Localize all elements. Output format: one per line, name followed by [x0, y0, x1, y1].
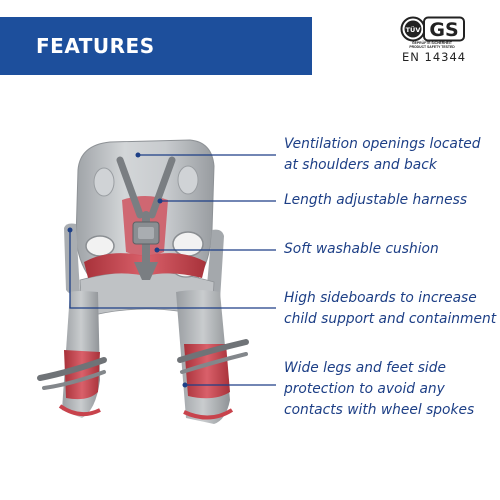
feature-sideboards-line-2: child support and containment [284, 311, 497, 327]
feature-legs-line-3: contacts with wheel spokes [284, 402, 475, 418]
certification-description: Geprüfte Sicherheit Product safety teste… [400, 41, 464, 50]
feature-legs-line-1: Wide legs and feet side [284, 360, 446, 376]
leader-lines [69, 154, 276, 386]
certification-line-2: Product safety tested [409, 44, 455, 49]
feature-sideboards-line-1: High sideboards to increase [284, 290, 477, 306]
seat-legs [37, 290, 249, 424]
tuv-text: TÜV [406, 25, 421, 34]
feature-ventilation: Ventilation openings located at shoulder… [284, 134, 481, 176]
harness [116, 156, 176, 280]
features-banner: FEATURES [0, 17, 312, 75]
feature-harness: Length adjustable harness [284, 190, 467, 211]
banner-title: FEATURES [36, 34, 155, 58]
feature-ventilation-line-2: at shoulders and back [284, 157, 437, 173]
feature-cushion-line-1: Soft washable cushion [284, 241, 439, 257]
feature-legs: Wide legs and feet side protection to av… [284, 358, 474, 421]
leader-dots [67, 152, 188, 388]
certification-standard: EN 14344 [402, 50, 467, 64]
feature-legs-line-2: protection to avoid any [284, 381, 445, 397]
leader-line-sideboards [69, 230, 276, 309]
gs-certification-icon: TÜV GS [400, 16, 465, 42]
feature-cushion: Soft washable cushion [284, 239, 439, 260]
feature-ventilation-line-1: Ventilation openings located [284, 136, 481, 152]
certification-mark: TÜV GS Geprüfte Sicherheit Product safet… [400, 16, 470, 66]
feature-sideboards: High sideboards to increase child suppor… [284, 288, 496, 330]
gs-mark-text: GS [429, 19, 458, 41]
certification-line-1: Geprüfte Sicherheit [412, 41, 452, 45]
feature-harness-line-1: Length adjustable harness [284, 192, 468, 208]
